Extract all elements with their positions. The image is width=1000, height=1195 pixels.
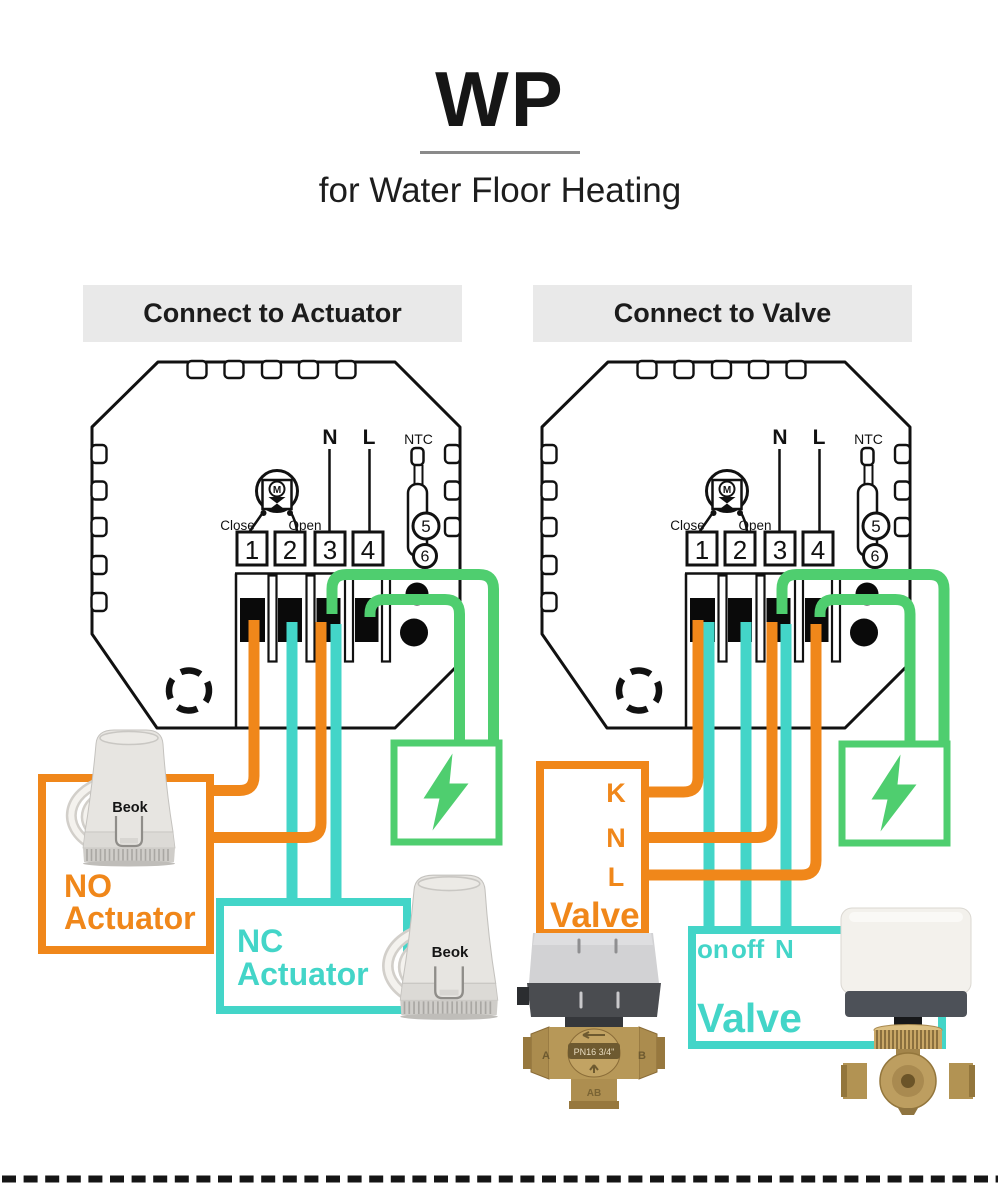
header-connect-to-valve: Connect to Valve <box>533 285 912 342</box>
valve-pn-marking: PN16 3/4" <box>574 1047 615 1057</box>
ntc-probe: NTC 5 6 <box>854 431 891 569</box>
on-label: on <box>697 934 729 964</box>
ntc-label: NTC <box>854 431 883 447</box>
power-supply-box-left <box>394 743 499 842</box>
svg-text:6: 6 <box>421 549 430 566</box>
ntc-label: NTC <box>404 431 433 447</box>
svg-text:6: 6 <box>871 549 880 566</box>
page-subtitle: for Water Floor Heating <box>318 171 682 210</box>
terminal-numbers: 1 2 3 4 <box>245 535 375 565</box>
no-actuator-image <box>71 730 175 867</box>
valve-panel-wires <box>646 569 950 931</box>
header-connect-to-actuator: Connect to Actuator <box>83 285 462 342</box>
close-label: Close <box>220 518 255 533</box>
close-label: Close <box>670 518 705 533</box>
svg-text:2: 2 <box>733 535 747 565</box>
valve-label-orange: Valve <box>550 896 640 935</box>
valve-wire-l2 <box>646 624 822 881</box>
power-supply-box-right <box>842 744 947 843</box>
valve-bowtie-icon <box>268 497 286 510</box>
no-actuator-label-1: NO <box>64 868 112 904</box>
valve-bowtie-icon <box>718 497 736 510</box>
valve-ab-marking: AB <box>587 1088 601 1099</box>
terminal-blocks <box>685 530 835 567</box>
beok-logo-nc: Beok <box>432 944 469 961</box>
ntc-probe: NTC 5 6 <box>404 431 441 569</box>
ball-valve-image <box>840 907 975 1115</box>
thermostat-right: M Close Open 1 2 3 4 N L <box>540 359 912 730</box>
open-label: Open <box>288 518 321 533</box>
screw-hole-marker <box>165 667 213 714</box>
valve-a-marking: A <box>542 1050 550 1062</box>
motor-symbol: M <box>698 469 749 532</box>
open-label: Open <box>738 518 771 533</box>
nc-actuator-label-2: Actuator <box>237 956 369 992</box>
svg-text:1: 1 <box>695 535 709 565</box>
title-underline <box>420 151 580 154</box>
svg-text:4: 4 <box>361 535 375 565</box>
n-terminal-label: N <box>606 823 626 853</box>
n-label: N <box>322 426 337 449</box>
power-wire-l <box>364 594 465 741</box>
l-label: L <box>813 426 826 449</box>
nc-actuator-label-1: NC <box>237 923 283 959</box>
svg-text:5: 5 <box>871 517 880 536</box>
thermostat-left: M Close Open 1 2 3 4 N L <box>90 359 462 730</box>
k-terminal-label: K <box>606 778 626 808</box>
screw-hole-marker <box>615 667 663 714</box>
zone-valve-image: PN16 3/4" A B AB <box>517 933 665 1109</box>
motor-letter: M <box>273 485 281 496</box>
motor-symbol: M <box>248 469 299 532</box>
valve-b-marking: B <box>638 1050 646 1062</box>
no-wire-close <box>211 620 260 796</box>
case-notches <box>90 359 462 613</box>
svg-text:5: 5 <box>421 517 430 536</box>
valve-wire-k <box>646 620 704 798</box>
l-terminal-label: L <box>608 862 625 892</box>
svg-text:4: 4 <box>811 535 825 565</box>
n-label: N <box>772 426 787 449</box>
valve-label-cyan: Valve <box>697 995 802 1041</box>
motor-letter: M <box>723 485 731 496</box>
svg-text:1: 1 <box>245 535 259 565</box>
svg-text:2: 2 <box>283 535 297 565</box>
svg-text:3: 3 <box>323 535 337 565</box>
off-label: off <box>731 934 765 964</box>
l-label: L <box>363 426 376 449</box>
case-notches <box>540 359 912 613</box>
actuator-panel-wires <box>211 569 499 903</box>
n-label-cyan: N <box>775 934 794 964</box>
no-actuator-label-2: Actuator <box>64 900 196 936</box>
valve-wire-n2 <box>646 622 778 843</box>
svg-text:3: 3 <box>773 535 787 565</box>
no-wire-n <box>211 622 327 843</box>
beok-logo-no: Beok <box>112 800 148 816</box>
page-title: WP <box>435 55 565 143</box>
power-wire-l <box>814 594 916 742</box>
terminal-numbers: 1 2 3 4 <box>695 535 825 565</box>
power-wire-n <box>326 569 499 741</box>
power-wire-n <box>776 569 950 742</box>
